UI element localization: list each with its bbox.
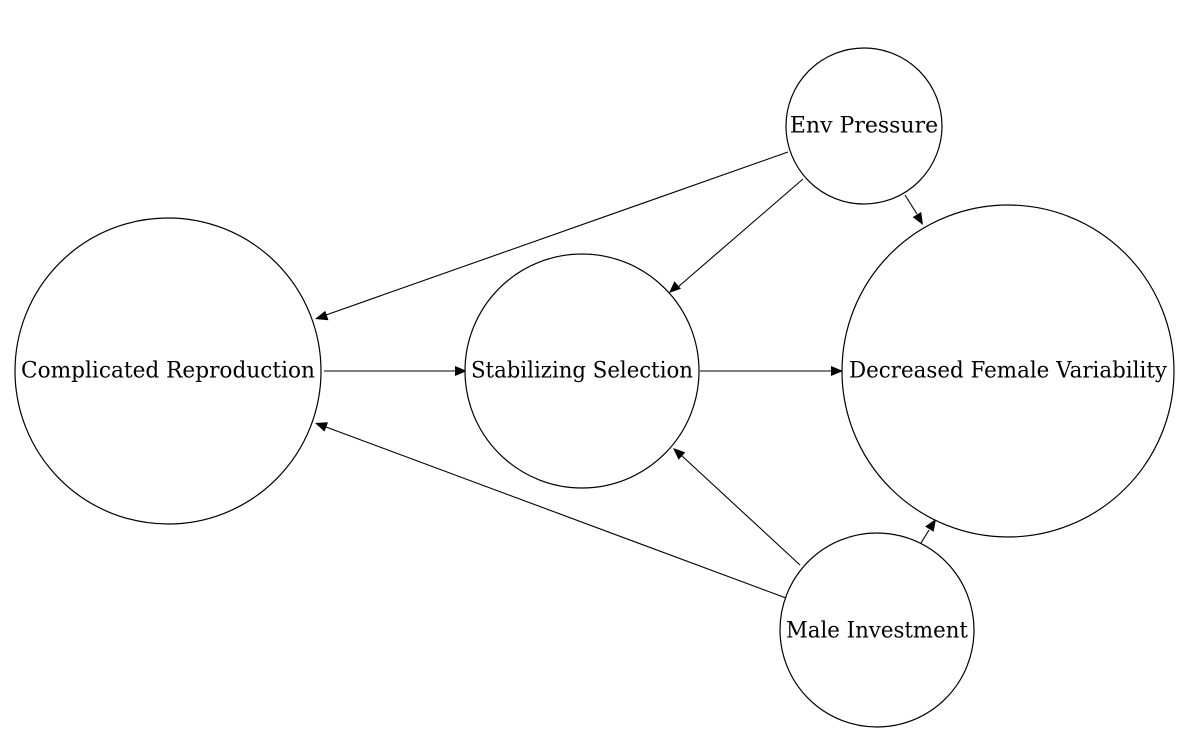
node-complicated-reproduction: Complicated Reproduction (14, 217, 322, 525)
edge-male-investment-to-decreased-female-variability (920, 519, 936, 544)
edges-group (315, 151, 936, 599)
edge-env-pressure-to-complicated-reproduction (315, 151, 789, 321)
edge-male-investment-to-stabilizing-selection (673, 448, 801, 566)
node-env-pressure-label: Env Pressure (790, 114, 938, 139)
node-male-investment: Male Investment (779, 532, 975, 728)
node-decreased-female-variability-label: Decreased Female Variability (849, 359, 1168, 384)
node-env-pressure: Env Pressure (785, 47, 943, 205)
edge-complicated-reproduction-to-stabilizing-selection (324, 366, 467, 376)
edge-male-investment-to-complicated-reproduction (315, 422, 787, 599)
node-stabilizing-selection: Stabilizing Selection (464, 253, 700, 489)
node-complicated-reproduction-label: Complicated Reproduction (21, 359, 315, 384)
edge-env-pressure-to-stabilizing-selection (669, 178, 804, 293)
node-male-investment-label: Male Investment (786, 619, 968, 644)
edge-env-pressure-to-decreased-female-variability (904, 194, 923, 225)
nodes-group: Env Pressure Complicated Reproduction St… (14, 47, 1175, 728)
node-stabilizing-selection-label: Stabilizing Selection (471, 359, 693, 384)
node-decreased-female-variability: Decreased Female Variability (841, 204, 1175, 538)
edge-stabilizing-selection-to-decreased-female-variability (700, 366, 843, 376)
